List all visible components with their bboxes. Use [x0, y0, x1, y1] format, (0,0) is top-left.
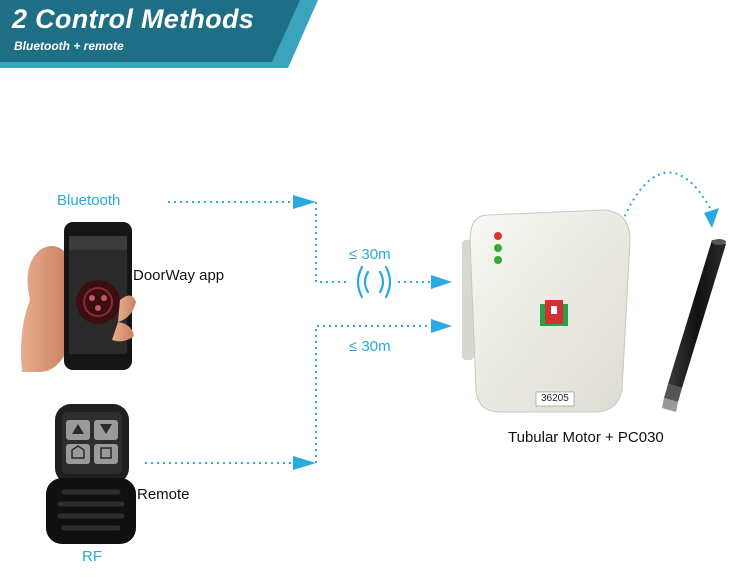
remote-control-icon [46, 404, 136, 544]
rf-label: RF [82, 548, 102, 565]
device-serial: 36205 [541, 393, 569, 404]
range-label-bluetooth: ≤ 30m [349, 246, 391, 263]
tubular-motor-icon [662, 239, 726, 412]
remote-label: Remote [137, 486, 190, 503]
bluetooth-label: Bluetooth [57, 192, 120, 209]
range-label-rf: ≤ 30m [349, 338, 391, 355]
signal-waves-icon [358, 267, 390, 297]
app-label: DoorWay app [133, 267, 224, 284]
smartphone-in-hand-icon [21, 222, 136, 372]
controller-box [462, 210, 630, 412]
product-label: Tubular Motor + PC030 [508, 429, 664, 446]
